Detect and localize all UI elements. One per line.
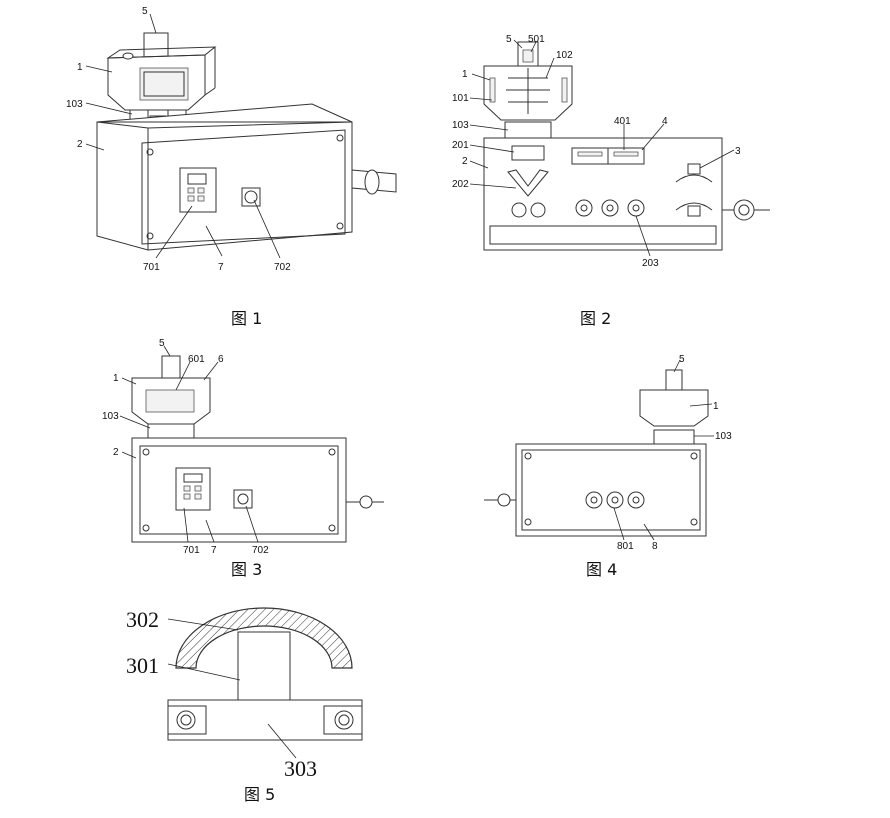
fig4-caption: 图 4	[586, 560, 617, 579]
fig2-label-2: 2	[462, 156, 468, 167]
support-103	[147, 423, 195, 439]
fig5-label-301: 301	[126, 653, 159, 678]
figure-2: 5 501 1 102 101 103 401 4 201 2 3 202 20…	[452, 34, 770, 328]
fig2-label-501: 501	[528, 34, 545, 45]
fig2-label-203: 203	[642, 258, 659, 269]
fig2-label-101: 101	[452, 93, 469, 104]
fig2-label-4: 4	[662, 116, 668, 127]
fig3-caption: 图 3	[231, 560, 262, 579]
window	[139, 67, 189, 101]
fig4-label-1: 1	[713, 401, 719, 412]
figure-1: 5 1 103 2 701 7 702 图 1	[66, 6, 397, 328]
fig5-label-302: 302	[126, 607, 159, 632]
fig2-label-103: 103	[452, 120, 469, 131]
fig1-label-2: 2	[77, 139, 83, 150]
post-301	[237, 631, 291, 701]
motor-5	[161, 355, 181, 379]
feeder-201	[511, 145, 545, 161]
cabinet-2	[515, 443, 707, 537]
fig2-label-401: 401	[614, 116, 631, 127]
fig1-label-702: 702	[274, 262, 291, 273]
fig1-label-5: 5	[142, 6, 148, 17]
motor-5	[665, 369, 683, 391]
arc-guide-3	[675, 174, 713, 183]
fig4-label-103: 103	[715, 431, 732, 442]
cabinet-2	[96, 103, 353, 251]
cutter-202	[507, 169, 549, 197]
figure-5: 302 301 303 图 5	[126, 607, 363, 804]
fig2-caption: 图 2	[580, 309, 611, 328]
fig2-label-5: 5	[506, 34, 512, 45]
fig2-label-201: 201	[452, 140, 469, 151]
hopper-1	[639, 389, 709, 427]
gears-801	[585, 491, 645, 509]
fig3-label-2: 2	[113, 447, 119, 458]
fig3-label-6: 6	[218, 354, 224, 365]
fig3-label-5: 5	[159, 338, 165, 349]
fig3-label-701: 701	[183, 545, 200, 556]
fig1-label-1: 1	[77, 62, 83, 73]
fig3-label-7: 7	[211, 545, 217, 556]
figure-3: 5 601 6 1 103 2 701 7 702 图 3	[102, 338, 384, 579]
fig3-label-601: 601	[188, 354, 205, 365]
fig4-label-801: 801	[617, 541, 634, 552]
motor-5	[143, 32, 169, 60]
arc-302	[175, 607, 353, 669]
support-103	[504, 121, 552, 139]
fig3-label-702: 702	[252, 545, 269, 556]
side-wheel	[359, 495, 373, 509]
fig2-label-102: 102	[556, 50, 573, 61]
fig3-label-103: 103	[102, 411, 119, 422]
drive-501	[522, 49, 534, 63]
fig4-label-8: 8	[652, 541, 658, 552]
fig5-caption: 图 5	[244, 785, 275, 804]
side-wheel	[733, 199, 755, 221]
support-103	[653, 429, 695, 445]
fig2-label-1: 1	[462, 69, 468, 80]
heater-101	[489, 77, 496, 103]
panel-601	[145, 389, 195, 413]
fig5-label-303: 303	[284, 756, 317, 781]
fig1-caption: 图 1	[231, 309, 262, 328]
figure-4: 5 1 103 801 8 图 4	[484, 354, 732, 579]
fig1-label-701: 701	[143, 262, 160, 273]
fig3-label-1: 1	[113, 373, 119, 384]
control-panel-701	[175, 467, 211, 511]
fig1-label-103: 103	[66, 99, 83, 110]
fig2-label-3: 3	[735, 146, 741, 157]
fig2-label-202: 202	[452, 179, 469, 190]
fig1-label-7: 7	[218, 262, 224, 273]
fig4-label-5: 5	[679, 354, 685, 365]
side-wheel	[497, 493, 511, 507]
